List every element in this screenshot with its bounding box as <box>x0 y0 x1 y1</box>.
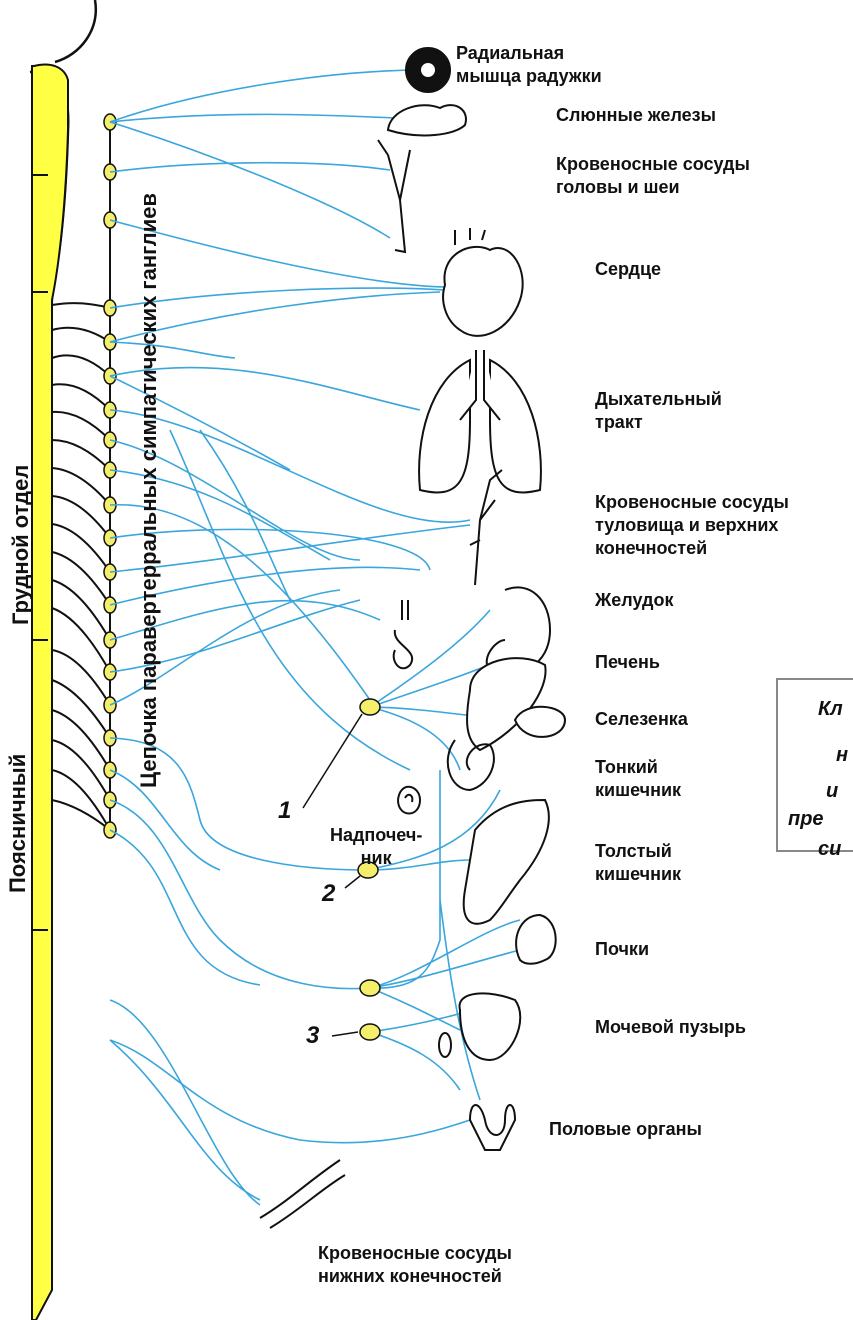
label-iris: Радиальная мышца радужки <box>456 42 602 88</box>
label-heart: Сердце <box>595 258 661 281</box>
spinal-rami <box>52 303 110 830</box>
adrenal-icon <box>398 787 420 814</box>
label-genitals: Половые органы <box>549 1118 702 1141</box>
label-head-vessels-line-2: головы и шеи <box>556 176 750 199</box>
ganglion-3a <box>360 980 380 996</box>
genital-icon <box>470 1105 515 1150</box>
label-head-vessels-line-1: Кровеносные сосуды <box>556 153 750 176</box>
bladder-icon <box>460 993 521 1060</box>
spinal-cord <box>0 0 96 1320</box>
label-leg-vessels: Кровеносные сосуды нижних конечностей <box>318 1242 512 1288</box>
note-line-1: Кл <box>818 698 843 721</box>
label-large-intestine-line-1: Толстый <box>595 840 681 863</box>
small-intestine-icon <box>448 740 494 790</box>
spleen-icon <box>515 707 565 737</box>
coiled-vessel-icon <box>394 600 412 668</box>
label-large-intestine: Толстый кишечник <box>595 840 681 886</box>
note-line-5: си <box>818 838 841 861</box>
trunk-vessel-icon <box>470 470 502 585</box>
lungs-icon <box>419 350 541 492</box>
label-liver: Печень <box>595 651 660 674</box>
ganglion-number-1: 1 <box>278 797 291 825</box>
organ-drawings <box>260 48 565 1228</box>
note-line-2: н <box>836 744 848 767</box>
label-iris-line-2: мышца радужки <box>456 65 602 88</box>
head-vessel-icon <box>378 140 410 252</box>
label-small-intestine-line-1: Тонкий <box>595 756 681 779</box>
label-bladder: Мочевой пузырь <box>595 1016 746 1039</box>
label-small-intestine-line-2: кишечник <box>595 779 681 802</box>
large-intestine-icon <box>464 800 549 924</box>
ganglion-number-2: 2 <box>322 880 335 908</box>
label-kidneys: Почки <box>595 938 649 961</box>
ganglion-3b <box>360 1024 380 1040</box>
label-respiratory-line-1: Дыхательный <box>595 388 722 411</box>
hypogastric-ring <box>439 1033 451 1057</box>
label-iris-line-1: Радиальная <box>456 42 602 65</box>
label-trunk-vessels-line-1: Кровеносные сосуды <box>595 491 789 514</box>
label-adrenal-line-1: Надпочеч- <box>330 824 422 847</box>
label-stomach: Желудок <box>595 589 673 612</box>
note-line-4: пре <box>788 808 824 831</box>
ganglion-1 <box>360 699 380 715</box>
heart-icon <box>443 228 523 336</box>
label-leg-vessels-line-1: Кровеносные сосуды <box>318 1242 512 1265</box>
chain-label: Цепочка паравертерральных симпатических … <box>136 294 166 788</box>
label-trunk-vessels: Кровеносные сосуды туловища и верхних ко… <box>595 491 789 560</box>
thoracic-label: Грудной отдел <box>8 471 38 625</box>
label-small-intestine: Тонкий кишечник <box>595 756 681 802</box>
eye-icon <box>406 48 450 92</box>
label-salivary: Слюнные железы <box>556 104 716 127</box>
ganglion-number-3: 3 <box>306 1022 319 1050</box>
lumbar-label: Поясничный <box>5 773 35 893</box>
kidney-icon <box>516 915 556 964</box>
label-adrenal-line-2: ник <box>330 847 422 870</box>
label-leg-vessels-line-2: нижних конечностей <box>318 1265 512 1288</box>
note-line-3: и <box>826 780 838 803</box>
label-respiratory-line-2: тракт <box>595 411 722 434</box>
chain-ganglia <box>104 114 116 838</box>
label-trunk-vessels-line-2: туловища и верхних <box>595 514 789 537</box>
label-spleen: Селезенка <box>595 708 688 731</box>
label-respiratory: Дыхательный тракт <box>595 388 722 434</box>
label-trunk-vessels-line-3: конечностей <box>595 537 789 560</box>
label-large-intestine-line-2: кишечник <box>595 863 681 886</box>
label-adrenal: Надпочеч- ник <box>330 824 422 870</box>
label-head-vessels: Кровеносные сосуды головы и шеи <box>556 153 750 199</box>
leg-vessel-icon <box>260 1160 345 1228</box>
salivary-gland-icon <box>388 105 466 135</box>
